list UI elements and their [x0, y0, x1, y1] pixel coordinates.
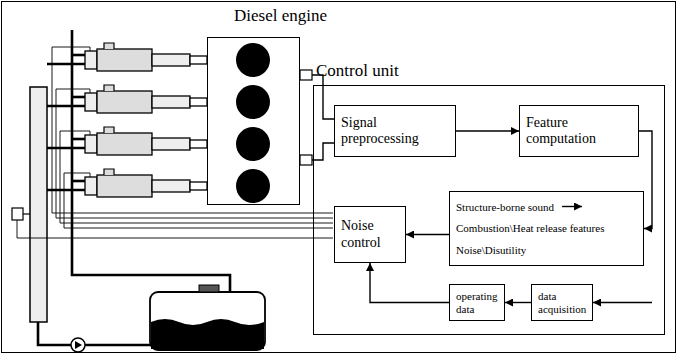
injector-body [152, 180, 190, 192]
return-line [72, 138, 85, 141]
cylinder [236, 169, 270, 203]
connector [456, 130, 519, 131]
node-heading: Diesel engine [234, 7, 327, 26]
injector [85, 43, 207, 71]
injector-body [190, 98, 207, 106]
node-label: data acquisition [538, 290, 586, 315]
injector-body [190, 56, 207, 64]
connector [312, 75, 334, 119]
feed-line [47, 105, 85, 108]
connector-group [312, 75, 334, 119]
connector-group [312, 143, 334, 160]
connector [312, 143, 334, 160]
pump-symbol [75, 341, 82, 349]
injector-body [152, 138, 190, 150]
feed-line [85, 344, 152, 347]
process-box: Feature computation [519, 105, 639, 157]
cylinder [236, 85, 270, 119]
connector-group [456, 131, 519, 132]
pump-symbol [71, 338, 85, 352]
engine-sensor [300, 70, 312, 80]
injector-body [152, 54, 190, 66]
rail-sensor [12, 208, 23, 220]
feed-line [47, 189, 85, 192]
connector [370, 263, 449, 303]
injector [85, 127, 207, 155]
common-rail [30, 87, 47, 322]
node-label: Feature computation [526, 115, 632, 147]
node-label: Noise\Disutility [456, 244, 637, 257]
injector-body [85, 51, 97, 69]
feature-list-box: Structure-borne soundCombustion\Heat rel… [449, 191, 644, 266]
connector [406, 234, 449, 235]
injector-body [190, 182, 207, 190]
engine-sensor [300, 155, 312, 165]
node-label: Combustion\Heat release features [456, 222, 637, 235]
signal-arrow [562, 206, 582, 207]
control-box: Noise control [334, 206, 406, 263]
control-unit-frame: Signal preprocessing Feature computationS… [313, 85, 665, 335]
connector-group [406, 234, 449, 235]
process-box: Signal preprocessing [334, 105, 456, 157]
return-line [72, 96, 85, 99]
node-label: Structure-borne sound [456, 201, 637, 214]
fuel-level [151, 319, 264, 349]
injector-body [85, 93, 97, 111]
connector-group [370, 263, 449, 303]
injector-port [104, 169, 114, 175]
injector-body [85, 177, 97, 195]
feed-line [47, 147, 85, 150]
injector-port [104, 85, 114, 91]
control-wire [60, 131, 333, 223]
injector-body [97, 133, 152, 155]
node-label: Noise control [341, 218, 399, 250]
injector-body [152, 96, 190, 108]
data-box: operating data [449, 284, 505, 321]
cylinders [208, 38, 298, 203]
connector [505, 302, 531, 303]
injector-body [97, 91, 152, 113]
data-box: data acquisition [531, 284, 593, 321]
injector-port [104, 43, 114, 49]
input-arrow [593, 302, 652, 303]
injector-body [97, 49, 152, 71]
engine-block: Diesel engine [207, 37, 300, 205]
feed-line [47, 63, 85, 66]
injector-body [85, 135, 97, 153]
connector [639, 131, 652, 229]
node-heading: Control unit [316, 62, 399, 81]
tank-cap [199, 285, 219, 292]
cylinder [236, 127, 270, 161]
control-wire [64, 173, 333, 228]
injector-port [104, 127, 114, 133]
return-line [72, 54, 85, 57]
rail-sensor [23, 213, 30, 214]
return-line [72, 180, 85, 183]
signal-arrows [562, 207, 652, 303]
injector-group [85, 43, 207, 197]
fuel-tank [150, 292, 265, 350]
connector-group [505, 302, 531, 303]
control-wire [56, 89, 333, 218]
control-wire [52, 47, 333, 213]
injector-body [190, 140, 207, 148]
injector [85, 169, 207, 197]
injector-body [97, 175, 152, 197]
cylinder [236, 43, 270, 77]
injector [85, 85, 207, 113]
feed-line [38, 322, 71, 345]
connector-group [639, 131, 652, 229]
node-label: Signal preprocessing [341, 115, 449, 147]
node-label: operating data [456, 290, 498, 315]
